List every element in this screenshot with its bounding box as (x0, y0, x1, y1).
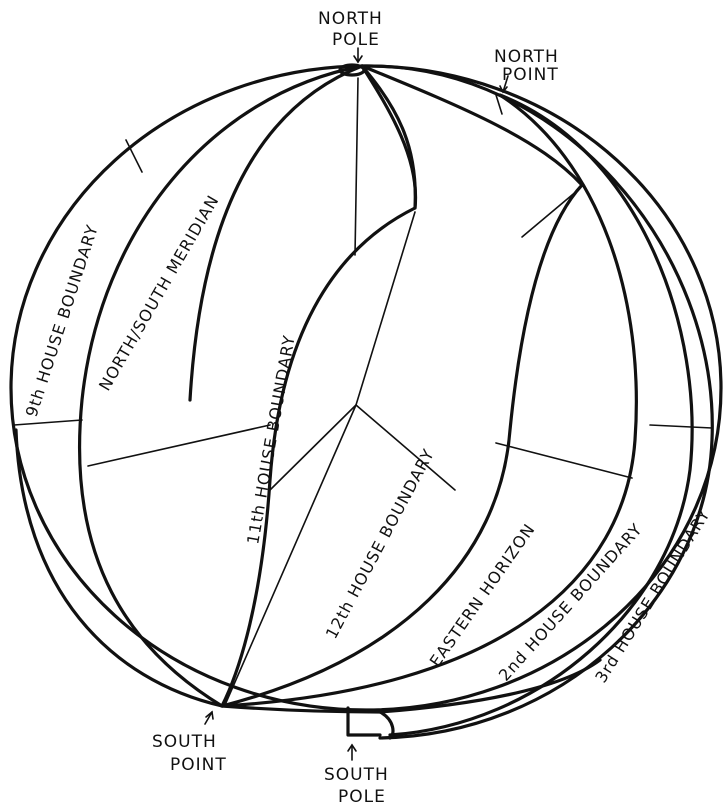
ninth-house-label: 9th HOUSE BOUNDARY (22, 222, 102, 419)
sphere-outline (11, 66, 721, 710)
section-line-g (650, 425, 712, 428)
twelfth-house-label: 12th HOUSE BOUNDARY (322, 445, 438, 641)
south-point-label-1: SOUTH (152, 732, 217, 752)
meridian-arc-outer (80, 66, 362, 706)
south-pole-label-1: SOUTH (324, 765, 389, 785)
pole-axis-lower (225, 405, 356, 705)
eleventh-house-label: 11th HOUSE BOUNDARY (243, 333, 299, 545)
north-point-label-2: POINT (502, 65, 559, 85)
section-line-d (88, 425, 270, 466)
north-pole-label-2: POLE (332, 30, 380, 50)
meridian-arc-inner (190, 66, 362, 400)
north-pole-label-1: NORTH (318, 9, 383, 29)
section-line-f (496, 443, 632, 478)
south-pole-label-2: POLE (338, 787, 386, 807)
south-pole-arc (222, 706, 393, 738)
section-line-j (496, 95, 502, 114)
ninth-house-lower-arc (16, 430, 222, 706)
section-line-h (522, 190, 578, 237)
north-point-label-1: NORTH (494, 47, 559, 67)
eleventh-house-ribbon-top (362, 66, 415, 208)
south-point-label-2: POINT (170, 755, 227, 775)
section-line-e (14, 420, 82, 425)
pole-axis-upper (355, 78, 358, 255)
